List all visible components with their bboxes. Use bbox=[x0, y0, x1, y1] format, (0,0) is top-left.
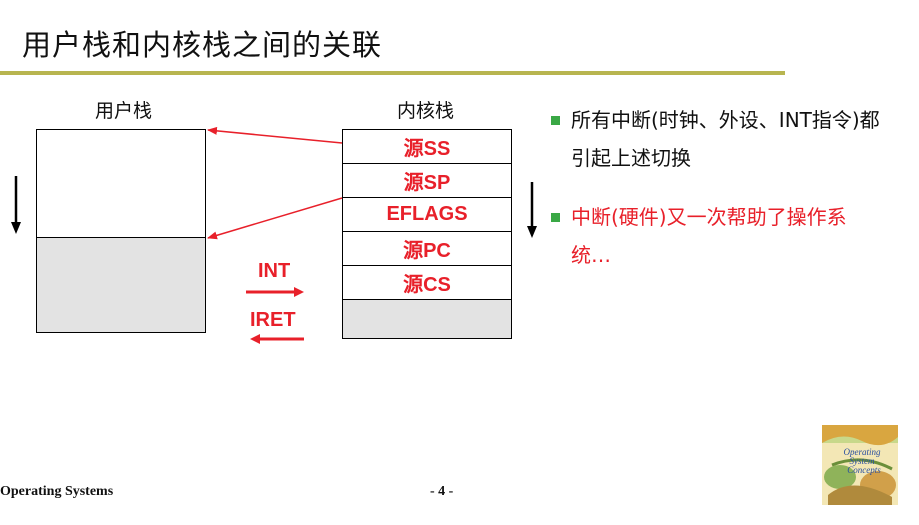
sp-pointer-arrow bbox=[208, 198, 342, 238]
kernel-stack-growth-arrow bbox=[527, 182, 537, 238]
bullet-square-icon bbox=[551, 116, 560, 125]
iret-arrow bbox=[250, 334, 304, 344]
book-cover-logo: Operating System Concepts bbox=[822, 425, 898, 505]
bullet-square-icon bbox=[551, 213, 560, 222]
footer-page-number: - 4 - bbox=[430, 484, 453, 500]
iret-label: IRET bbox=[250, 309, 296, 332]
bullet-text-1: 所有中断(时钟、外设、INT指令)都引起上述切换 bbox=[571, 101, 881, 177]
int-label: INT bbox=[258, 260, 290, 283]
book-title-line-3: Concepts bbox=[847, 465, 881, 475]
int-arrow bbox=[246, 287, 304, 297]
footer-course-name: Operating Systems bbox=[0, 484, 113, 500]
user-stack-growth-arrow bbox=[11, 176, 21, 234]
bullet-text-2: 中断(硬件)又一次帮助了操作系统… bbox=[571, 198, 881, 274]
ss-pointer-arrow bbox=[208, 130, 342, 143]
